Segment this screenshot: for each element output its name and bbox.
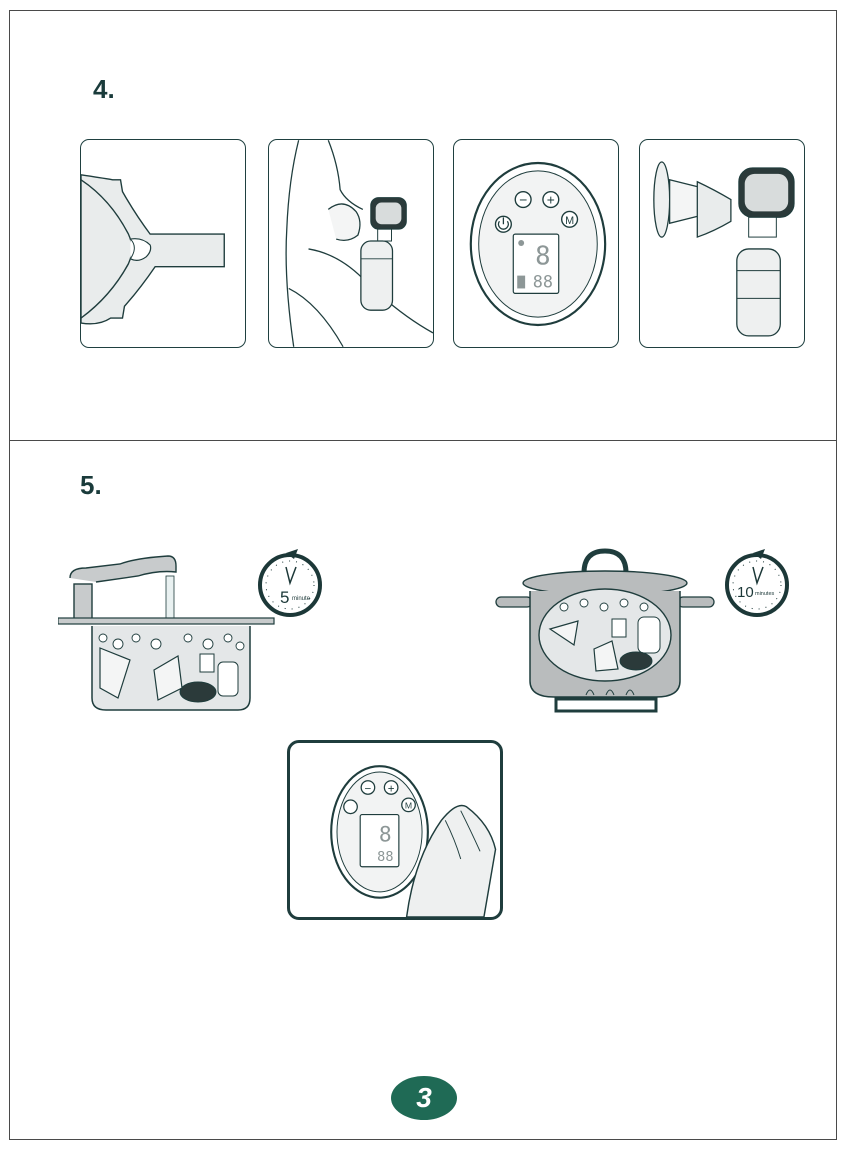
- wipe-minus-label: −: [365, 782, 372, 795]
- mode-button[interactable]: [560, 210, 579, 228]
- panel-flange-closeup: [80, 139, 246, 348]
- panel-hold-pump: [268, 139, 434, 348]
- wipe-plus-button: [383, 780, 399, 795]
- page-frame: [9, 10, 837, 1140]
- timer-5-minute-icon: 5 minute: [258, 549, 322, 617]
- wipe-display-illustration: − + M 8 88: [330, 765, 497, 917]
- panel-wipe-display: − + M 8 88: [287, 740, 503, 920]
- wipe-mode-button: [401, 797, 416, 813]
- section-divider: [9, 440, 837, 441]
- suction-icon: [518, 240, 525, 246]
- power-icon: [497, 220, 509, 230]
- cloth-icon: [405, 804, 497, 917]
- step-5-label: 5.: [80, 470, 102, 500]
- faucet-icon: [69, 555, 177, 583]
- minus-button-label: −: [519, 191, 527, 207]
- timer-5-unit: minute: [292, 596, 311, 602]
- battery-icon: [517, 275, 526, 289]
- hold-pump-illustration: [285, 140, 433, 347]
- timer-10-minutes-icon: 10 minutes: [725, 549, 789, 617]
- minus-button[interactable]: [514, 190, 532, 209]
- wipe-plus-label: +: [388, 782, 395, 795]
- control-display-illustration: − + M 8 88: [469, 161, 607, 327]
- panel-assembled-pump: [639, 139, 805, 348]
- flange-closeup-illustration: [81, 174, 225, 325]
- wipe-lcd-digits: 88: [377, 849, 393, 865]
- page-number-badge: 3: [391, 1076, 457, 1120]
- wipe-lcd-digit: 8: [379, 823, 392, 848]
- mode-button-label: M: [565, 215, 574, 227]
- timer-10-number: 10: [737, 584, 754, 601]
- plus-button[interactable]: [542, 190, 560, 209]
- panel-control-display: − + M 8 88: [453, 139, 619, 348]
- wipe-power-icon: [343, 799, 358, 815]
- boiling-pot-illustration: [495, 548, 715, 713]
- plus-button-label: +: [547, 191, 555, 207]
- lcd-timer-digits: 88: [533, 271, 553, 291]
- assembled-pump-illustration: [653, 161, 795, 337]
- wipe-mode-label: M: [405, 801, 412, 811]
- sink-wash-illustration: [58, 555, 275, 711]
- timer-10-unit: minutes: [755, 591, 775, 597]
- timer-5-number: 5: [280, 588, 289, 607]
- wipe-minus-button: [360, 780, 376, 795]
- step-4-label: 4.: [93, 74, 115, 104]
- lcd-level-digit: 8: [535, 242, 550, 272]
